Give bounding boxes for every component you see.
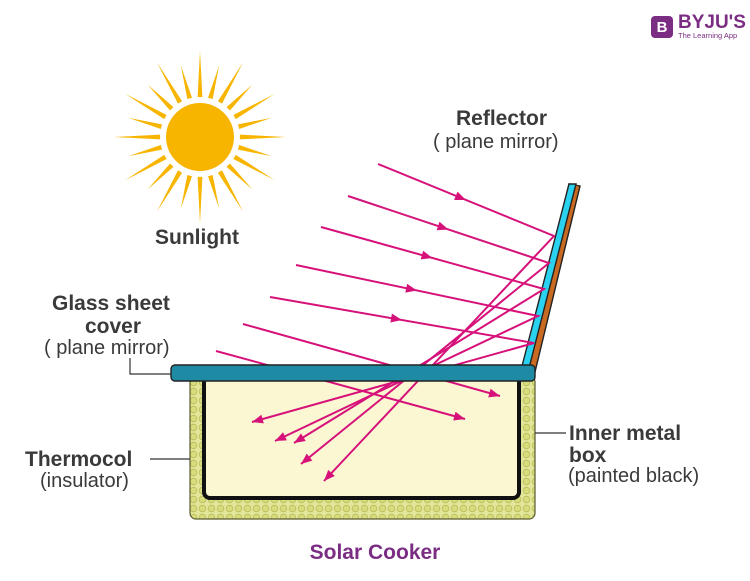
glass-leader-line [129, 358, 171, 375]
sun-ray [208, 65, 220, 100]
sun-ray [147, 163, 174, 190]
light-rays [215, 163, 556, 482]
sun-ray [226, 163, 253, 190]
sun-ray [237, 145, 272, 157]
sun-ray [180, 65, 192, 100]
inner-box-label-line1: Inner metal [569, 422, 682, 445]
sun-ray [147, 84, 174, 111]
sun-ray [217, 170, 243, 212]
ray-arrowhead [405, 283, 417, 293]
sun-ray [180, 174, 192, 209]
sun-ray [226, 84, 253, 111]
light-ray [274, 264, 542, 442]
ray-arrowhead [488, 388, 500, 398]
sun-ray [157, 62, 183, 104]
reflector-sublabel: ( plane mirror) [433, 131, 559, 153]
sun-ray [197, 51, 203, 98]
light-ray [251, 296, 535, 423]
glass-label-line2: cover [85, 315, 142, 338]
sun-ray [157, 170, 183, 212]
ray-arrowhead [294, 433, 306, 443]
sun-ray [239, 134, 286, 140]
ray-arrowhead [454, 191, 466, 200]
light-ray [215, 350, 466, 420]
glass-sheet-cover [170, 364, 536, 382]
reflector-label: Reflector [456, 107, 548, 130]
sun-ray [114, 134, 161, 140]
light-ray [242, 323, 501, 397]
sun-ray [208, 174, 220, 209]
inner-metal-box [202, 374, 521, 500]
logo-name: BYJU'S [678, 12, 746, 33]
thermocol-label: Thermocol [25, 448, 133, 471]
ray-arrowhead [301, 453, 313, 464]
inner-box-label-line2: box [569, 444, 607, 467]
sun-rays [114, 51, 286, 223]
sun-ray [233, 154, 275, 180]
inner-box-sublabel: (painted black) [568, 465, 700, 487]
sun-ray [128, 145, 163, 157]
ray-arrowhead [252, 414, 264, 424]
sun-ray [237, 117, 272, 129]
light-ray [323, 163, 556, 482]
sun-ray [197, 176, 203, 223]
logo-text: BYJU'S The Learning App [678, 12, 746, 40]
sun-icon [166, 103, 234, 171]
sun-ray [128, 117, 163, 129]
ray-arrowhead [453, 411, 465, 421]
diagram-title: Solar Cooker [309, 541, 441, 564]
logo-tagline: The Learning App [678, 31, 738, 40]
sunlight-label: Sunlight [155, 226, 239, 249]
ray-arrowhead [436, 221, 449, 231]
sun-ray [125, 94, 167, 120]
ray-arrowhead [420, 250, 433, 260]
ray-arrowhead [324, 469, 335, 481]
ray-arrowhead [390, 313, 402, 323]
sun-ray [125, 154, 167, 180]
sun-ray [233, 94, 275, 120]
ray-arrowhead [275, 432, 287, 441]
thermocol-sublabel: (insulator) [40, 470, 129, 492]
logo-badge: B [651, 16, 673, 38]
byjus-logo: B BYJU'S The Learning App [651, 12, 746, 40]
sun-ray [217, 62, 243, 104]
glass-sublabel: ( plane mirror) [44, 337, 170, 359]
glass-label-line1: Glass sheet [52, 292, 170, 315]
